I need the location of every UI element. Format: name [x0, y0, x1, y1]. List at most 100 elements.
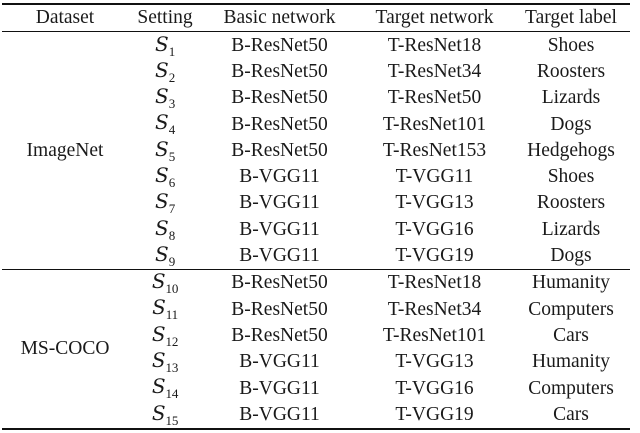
header-row: Dataset Setting Basic network Target net…: [2, 3, 630, 33]
setting-id: S9: [128, 243, 202, 270]
setting-index: 7: [168, 201, 176, 217]
basic-network-cell: B-VGG11: [239, 351, 320, 373]
target-label-cell: Computers: [528, 377, 614, 399]
setting-symbol: S: [154, 31, 169, 56]
setting-symbol: S: [151, 400, 166, 425]
target-network-cell: T-ResNet101: [382, 324, 487, 346]
rule-segment: [2, 427, 128, 433]
table-row: S14 B-VGG11 T-VGG16 Computers: [2, 375, 630, 401]
setting-id: S4: [128, 111, 202, 137]
column-header-dataset: Dataset: [2, 3, 128, 33]
setting-index: 14: [165, 386, 179, 402]
setting-symbol: S: [154, 189, 169, 214]
table-row: S4 B-ResNet50 T-ResNet101 Dogs: [2, 111, 630, 137]
setting-id: S14: [128, 375, 202, 401]
rule-segment: [357, 427, 512, 433]
table-row: S5 B-ResNet50 T-ResNet153 Hedgehogs: [2, 137, 630, 163]
basic-network-cell: B-VGG11: [239, 377, 320, 399]
setting-symbol: S: [154, 215, 169, 240]
setting-symbol: S: [154, 84, 169, 109]
setting-symbol: S: [154, 57, 169, 82]
basic-network-cell: B-ResNet50: [231, 113, 328, 135]
basic-network-cell: B-ResNet50: [202, 268, 357, 297]
setting-index: 12: [165, 333, 179, 349]
setting-index: 3: [168, 95, 176, 111]
setting-index: 1: [168, 43, 176, 59]
setting-symbol: S: [151, 348, 166, 373]
bottom-rule: [2, 427, 630, 433]
table-header: Dataset Setting Basic network Target net…: [2, 3, 630, 33]
target-network-cell: T-ResNet18: [387, 34, 482, 56]
target-network-cell: T-VGG13: [395, 192, 474, 214]
target-label-cell: Hedgehogs: [527, 139, 615, 161]
setting-symbol: S: [154, 110, 169, 135]
setting-symbol: S: [151, 321, 166, 346]
settings-table-container: Dataset Setting Basic network Target net…: [0, 3, 640, 433]
basic-network-cell: B-VGG11: [239, 245, 320, 267]
rule-segment: [512, 427, 630, 433]
basic-network-cell: B-VGG11: [239, 166, 320, 188]
setting-index: 13: [165, 359, 179, 375]
setting-id: S12: [128, 323, 202, 349]
target-network-cell: T-ResNet101: [382, 113, 487, 135]
setting-id: S11: [128, 296, 202, 322]
setting-id: S7: [128, 190, 202, 216]
table-row: S12 B-ResNet50 T-ResNet101 Cars: [2, 323, 630, 349]
setting-symbol: S: [154, 241, 169, 266]
target-network-cell: T-VGG13: [395, 351, 474, 373]
basic-network-cell: B-ResNet50: [231, 60, 328, 82]
target-label-cell: Shoes: [547, 166, 595, 188]
target-network-cell: T-ResNet34: [387, 298, 482, 320]
target-label-cell: Shoes: [547, 34, 595, 56]
target-network-cell: T-VGG19: [395, 245, 474, 267]
table-row: S13 B-VGG11 T-VGG13 Humanity: [2, 349, 630, 375]
setting-symbol: S: [152, 295, 166, 320]
target-network-cell: T-VGG16: [395, 218, 474, 240]
table-row: S6 B-VGG11 T-VGG11 Shoes: [2, 164, 630, 190]
basic-network-cell: B-ResNet50: [231, 34, 328, 56]
rule-segment: [128, 427, 202, 433]
table-row: S9 B-VGG11 T-VGG19 Dogs: [2, 243, 630, 270]
column-header-target-network: Target network: [357, 3, 512, 33]
setting-index: 2: [168, 69, 176, 85]
table-row: S7 B-VGG11 T-VGG13 Roosters: [2, 190, 630, 216]
column-header-basic-network: Basic network: [202, 3, 357, 33]
target-label-cell: Cars: [553, 324, 589, 346]
setting-index: 10: [165, 281, 179, 297]
setting-id: S8: [128, 216, 202, 242]
setting-id: S13: [128, 349, 202, 375]
setting-symbol: S: [151, 374, 166, 399]
target-label-cell: Roosters: [536, 60, 606, 82]
target-label-cell: Roosters: [536, 192, 606, 214]
target-label-cell: Computers: [528, 298, 614, 320]
target-label-cell: Dogs: [550, 113, 592, 135]
dataset-group-label: MS-COCO: [2, 268, 128, 429]
basic-network-cell: B-ResNet50: [231, 324, 328, 346]
setting-index: 9: [168, 253, 176, 269]
target-label-cell: Humanity: [532, 351, 610, 373]
target-label-cell: Lizards: [541, 218, 601, 240]
target-network-cell: T-ResNet153: [382, 139, 487, 161]
target-network-cell: T-VGG11: [395, 166, 474, 188]
setting-index: 4: [168, 122, 176, 138]
setting-id: S5: [128, 137, 202, 163]
setting-id: S6: [128, 164, 202, 190]
setting-id: S10: [128, 268, 202, 297]
setting-index: 15: [165, 412, 179, 428]
basic-network-cell: B-VGG11: [239, 192, 320, 214]
target-label-cell: Lizards: [541, 87, 601, 109]
target-network-cell: T-VGG16: [395, 377, 474, 399]
basic-network-cell: B-ResNet50: [231, 139, 328, 161]
target-network-cell: T-ResNet18: [357, 268, 512, 297]
target-network-cell: T-ResNet50: [387, 87, 482, 109]
target-label-cell: Dogs: [550, 245, 592, 267]
target-network-cell: T-VGG19: [395, 403, 474, 425]
target-network-cell: T-ResNet34: [387, 60, 482, 82]
